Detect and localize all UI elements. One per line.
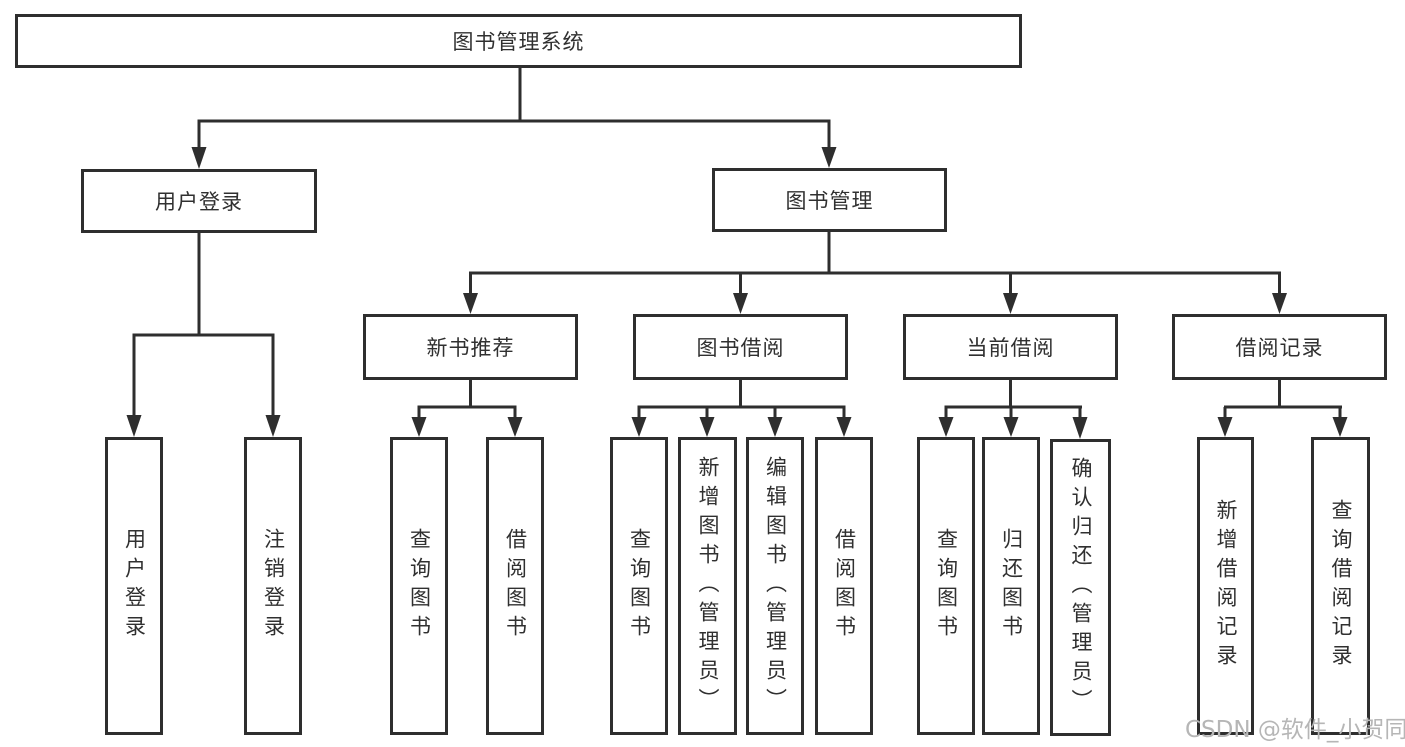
arrowhead	[1332, 417, 1348, 437]
arrowhead	[411, 417, 427, 437]
leaf-query-borrow-record: 查询借阅记录	[1311, 437, 1370, 735]
leaf-add-borrow-record: 新增借阅记录	[1197, 437, 1254, 735]
leaf-query-books-recommend: 查询图书	[390, 437, 448, 735]
leaf-user-login: 用户登录	[105, 437, 163, 735]
edge-records-to-leaves	[1223, 380, 1342, 421]
leaf-label: 新增借阅记录	[1214, 499, 1238, 673]
arrowhead	[1003, 417, 1019, 437]
arrowhead	[1072, 417, 1088, 439]
arrowhead	[733, 293, 748, 314]
leaf-add-book-admin: 新增图书（管理员）	[678, 437, 737, 735]
edge-root-to-level2	[197, 68, 831, 150]
edge-current-to-leaves	[944, 380, 1082, 421]
leaf-label: 查询借阅记录	[1329, 499, 1353, 673]
leaf-logout: 注销登录	[244, 437, 302, 735]
arrowhead	[938, 417, 954, 437]
leaf-label: 注销登录	[261, 528, 286, 644]
arrowhead	[836, 417, 852, 437]
arrowhead	[821, 147, 837, 168]
arrowheads	[126, 147, 1348, 439]
edge-bookmgmt-to-level3	[469, 232, 1281, 297]
node-user-login: 用户登录	[81, 169, 317, 233]
arrowhead	[1003, 293, 1018, 314]
node-borrowing-records: 借阅记录	[1172, 314, 1387, 380]
leaf-label: 新增图书（管理员）	[696, 455, 720, 717]
leaf-edit-book-admin: 编辑图书（管理员）	[746, 437, 804, 735]
arrowhead	[631, 417, 647, 437]
edge-userlogin-to-leaves	[132, 233, 275, 419]
leaf-borrow-books-recommend: 借阅图书	[486, 437, 544, 735]
leaf-confirm-return-admin: 确认归还（管理员）	[1050, 439, 1111, 736]
arrowhead	[507, 417, 523, 437]
arrowhead	[265, 415, 281, 437]
node-root-system: 图书管理系统	[15, 14, 1022, 68]
leaf-label: 借阅图书	[503, 528, 528, 644]
arrowhead	[463, 293, 478, 314]
leaf-label: 编辑图书（管理员）	[763, 455, 788, 717]
node-current-borrowing: 当前借阅	[903, 314, 1118, 380]
leaf-label: 借阅图书	[832, 528, 857, 644]
arrowhead	[699, 417, 715, 437]
leaf-return-book: 归还图书	[982, 437, 1040, 735]
edge-newbook-to-leaves	[417, 380, 517, 421]
leaf-label: 用户登录	[122, 528, 147, 644]
node-new-book-recommend: 新书推荐	[363, 314, 578, 380]
leaf-query-books-borrowing: 查询图书	[610, 437, 668, 735]
leaf-label: 查询图书	[407, 528, 432, 644]
arrowhead	[191, 147, 207, 169]
leaf-borrow-books-borrowing: 借阅图书	[815, 437, 873, 735]
arrowhead	[767, 417, 783, 437]
csdn-watermark: CSDN @软件_小贺同学	[1185, 717, 1405, 743]
edge-borrowing-to-leaves	[637, 380, 846, 421]
node-book-management: 图书管理	[712, 168, 947, 232]
arrowhead	[1272, 293, 1287, 314]
arrowhead	[126, 415, 142, 437]
leaf-label: 查询图书	[934, 528, 959, 644]
node-book-borrowing: 图书借阅	[633, 314, 848, 380]
arrowhead	[1217, 417, 1233, 437]
leaf-label: 查询图书	[627, 528, 652, 644]
leaf-label: 确认归还（管理员）	[1069, 457, 1093, 718]
leaf-query-books-current: 查询图书	[917, 437, 975, 735]
leaf-label: 归还图书	[999, 528, 1024, 644]
